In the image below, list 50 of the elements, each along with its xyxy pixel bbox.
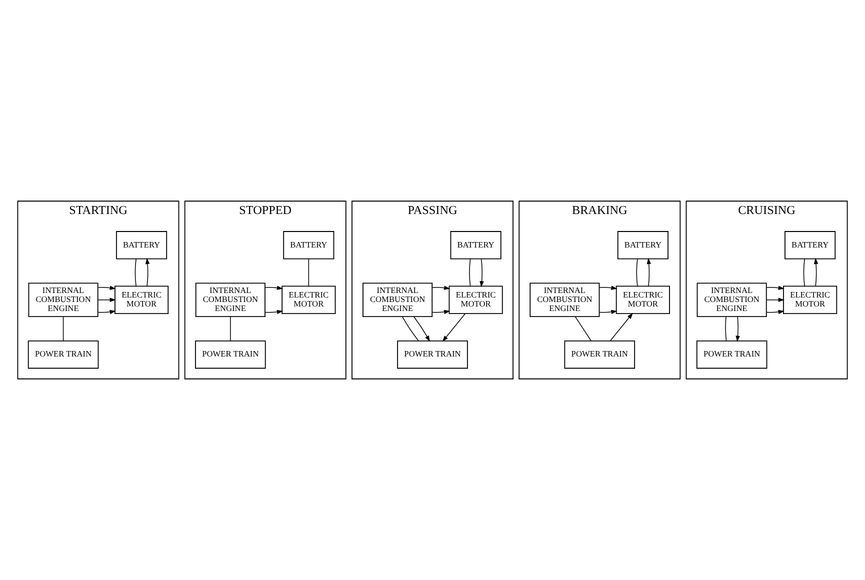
arrow (766, 286, 784, 290)
node-box: ELECTRIC MOTOR (448, 286, 503, 314)
arrow (264, 310, 284, 314)
arrow (599, 286, 618, 290)
node-box: INTERNAL COMBUSTION ENGINE (696, 282, 767, 318)
arrow (442, 313, 466, 342)
node-box: BATTERY (450, 231, 502, 260)
arrow (480, 258, 484, 288)
arrow (98, 310, 116, 314)
node-box: INTERNAL COMBUSTION ENGINE (28, 282, 98, 318)
connector (636, 258, 638, 286)
connector (725, 316, 727, 342)
node-box: BATTERY (617, 231, 668, 260)
arrow (145, 258, 150, 286)
node-box: INTERNAL COMBUSTION ENGINE (530, 282, 600, 318)
arrow (413, 316, 430, 342)
arrow (599, 310, 618, 314)
arrow (766, 298, 784, 302)
connector (308, 258, 310, 286)
node-box: INTERNAL COMBUSTION ENGINE (362, 282, 433, 318)
connector (62, 316, 64, 342)
arrow (432, 310, 450, 314)
connector (134, 258, 136, 286)
arrow (766, 310, 784, 314)
node-box: BATTERY (283, 231, 334, 260)
connector (574, 316, 592, 342)
node-box: ELECTRIC MOTOR (616, 286, 670, 314)
arrow (736, 316, 740, 342)
node-box: BATTERY (784, 231, 836, 260)
node-box: POWER TRAIN (28, 340, 99, 369)
node-box: POWER TRAIN (564, 340, 636, 369)
arrow (98, 286, 116, 290)
arrow (432, 286, 450, 290)
node-box: ELECTRIC MOTOR (282, 286, 336, 314)
node-box: INTERNAL COMBUSTION ENGINE (195, 282, 266, 318)
node-box: ELECTRIC MOTOR (783, 286, 838, 314)
node-box: POWER TRAIN (195, 340, 266, 369)
node-box: BATTERY (116, 231, 168, 260)
arrow (98, 298, 116, 302)
connector (803, 258, 805, 286)
arrow (264, 286, 284, 290)
connector (402, 316, 419, 342)
node-box: ELECTRIC MOTOR (114, 286, 169, 314)
arrow (610, 312, 633, 342)
connector (469, 258, 471, 286)
node-box: POWER TRAIN (696, 340, 768, 369)
arrow (814, 258, 818, 286)
arrow (646, 258, 652, 286)
connector (230, 316, 231, 342)
node-box: POWER TRAIN (397, 340, 468, 369)
